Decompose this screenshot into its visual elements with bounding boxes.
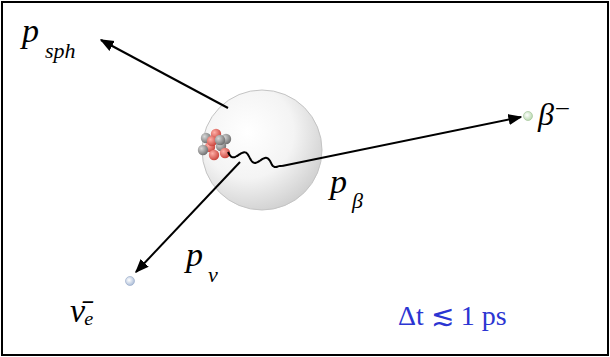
- nucleon: [198, 145, 208, 155]
- nucleon: [215, 135, 225, 145]
- particle-label: ν̄ₑ: [70, 294, 94, 328]
- beta-particle: [524, 112, 533, 121]
- momentum-subscript: ν: [208, 264, 218, 286]
- momentum-symbol: p⃗: [186, 238, 229, 272]
- time-label: Δt ≲ 1 ps: [398, 302, 507, 330]
- beta-momentum-arrow: [282, 117, 521, 166]
- neutrino-particle: [126, 277, 135, 286]
- neutrino-momentum-arrow: [136, 162, 240, 272]
- nucleon: [209, 150, 219, 160]
- momentum-subscript: sph: [45, 40, 76, 62]
- nucleus: [198, 129, 231, 160]
- particle-label: β⁻: [538, 98, 571, 130]
- sphere: [202, 90, 322, 210]
- sphere-momentum-arrow: [101, 40, 228, 108]
- momentum-symbol: p⃗: [330, 165, 373, 199]
- momentum-subscript: β: [352, 190, 363, 212]
